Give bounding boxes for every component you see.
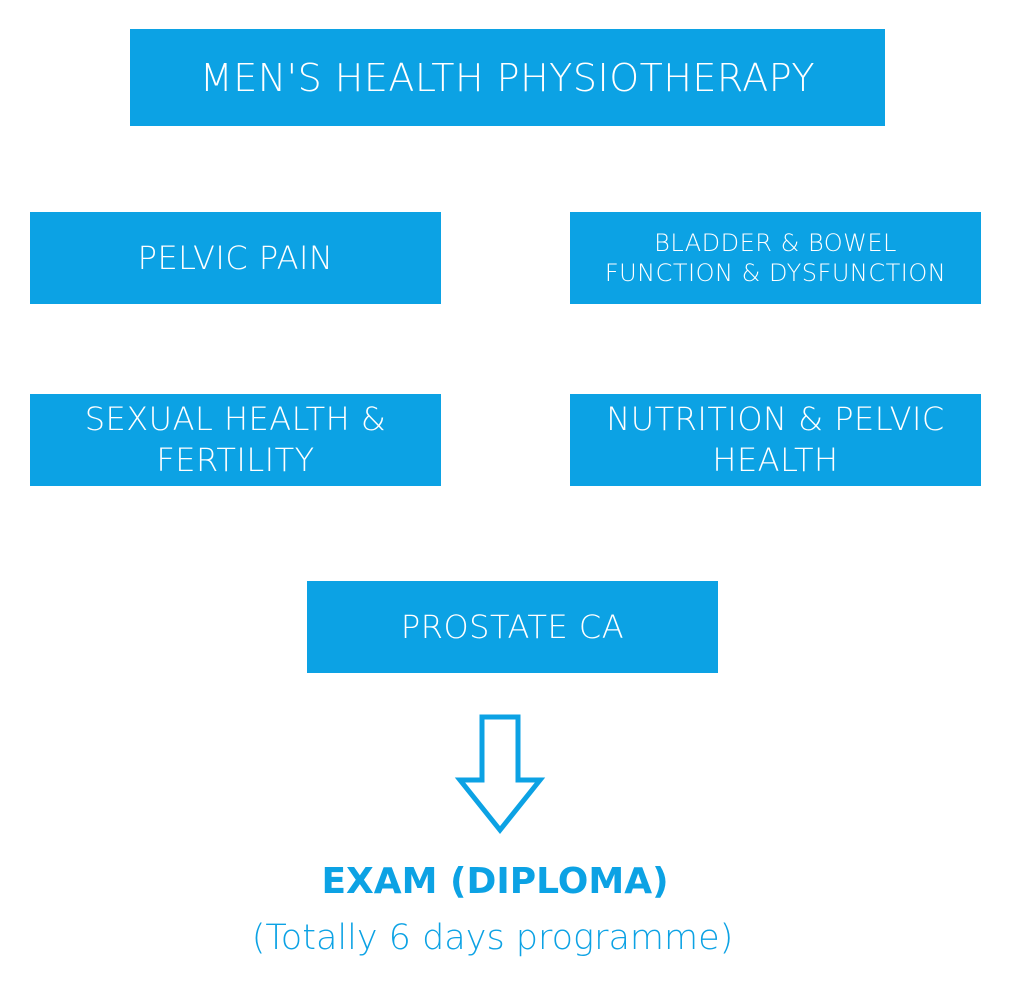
module-prostate: PROSTATE CA: [307, 581, 718, 673]
module-nutrition-line1: NUTRITION & PELVIC: [606, 400, 945, 438]
module-sexual-health-line1: SEXUAL HEALTH &: [84, 400, 387, 438]
title-box: MEN'S HEALTH PHYSIOTHERAPY: [130, 29, 885, 126]
module-bladder-bowel: BLADDER & BOWEL FUNCTION & DYSFUNCTION: [570, 212, 981, 304]
module-nutrition-line2: HEALTH: [712, 441, 839, 479]
module-bladder-bowel-line2: FUNCTION & DYSFUNCTION: [604, 259, 947, 287]
module-nutrition: NUTRITION & PELVIC HEALTH: [570, 394, 981, 486]
title-text: MEN'S HEALTH PHYSIOTHERAPY: [199, 55, 816, 100]
module-sexual-health-line2: FERTILITY: [156, 441, 315, 479]
exam-title: EXAM (DIPLOMA): [321, 861, 669, 902]
module-sexual-health: SEXUAL HEALTH & FERTILITY: [30, 394, 441, 486]
down-arrow-icon: [454, 714, 546, 835]
module-pelvic-pain: PELVIC PAIN: [30, 212, 441, 304]
module-prostate-label: PROSTATE CA: [400, 608, 625, 646]
module-pelvic-pain-label: PELVIC PAIN: [137, 239, 334, 277]
module-bladder-bowel-line1: BLADDER & BOWEL: [654, 229, 897, 257]
exam-subtitle: (Totally 6 days programme): [251, 918, 734, 958]
down-arrow-shape: [454, 714, 546, 835]
